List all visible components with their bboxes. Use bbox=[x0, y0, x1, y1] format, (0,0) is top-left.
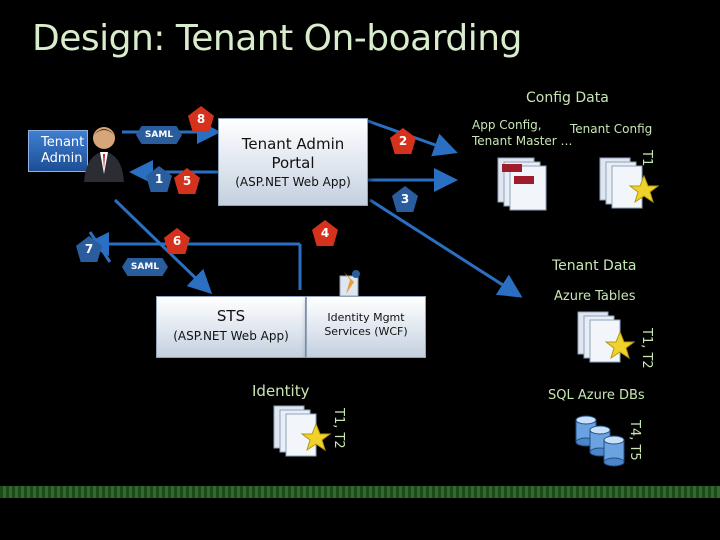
document-stack-icon bbox=[497, 157, 547, 211]
tenant-data-heading: Tenant Data bbox=[552, 258, 637, 274]
footer-bar bbox=[0, 486, 720, 498]
tenant-admin: Tenant Admin bbox=[28, 124, 128, 184]
tenant-master-label: Tenant Master … bbox=[472, 134, 573, 148]
sql-azure-label: SQL Azure DBs bbox=[548, 388, 645, 403]
saml-tag-top: SAML bbox=[136, 126, 182, 144]
azure-tables-tenants: T1, T2 bbox=[639, 328, 654, 369]
arrow-5 bbox=[113, 198, 213, 295]
star-icon bbox=[604, 330, 636, 360]
database-icon bbox=[575, 415, 625, 467]
sts-title: STS bbox=[216, 307, 246, 325]
document-stack-icon bbox=[273, 405, 332, 457]
app-config-label: App Config, bbox=[472, 118, 542, 132]
document-stack-icon bbox=[577, 311, 636, 363]
identity-tenants: T1, T2 bbox=[331, 408, 346, 449]
tenant-admin-portal: Tenant Admin Portal (ASP.NET Web App) bbox=[218, 118, 368, 206]
sql-azure-tenants: T4, T5 bbox=[627, 420, 642, 461]
page-title: Design: Tenant On-boarding bbox=[32, 18, 522, 59]
tenant-admin-line1: Tenant bbox=[41, 135, 85, 150]
person-icon bbox=[84, 127, 124, 182]
service-icon bbox=[339, 270, 360, 297]
sts-box: STS (ASP.NET Web App) bbox=[156, 296, 306, 358]
sts-subtitle: (ASP.NET Web App) bbox=[173, 329, 289, 343]
document-stack-icon bbox=[599, 157, 660, 209]
identity-label: Identity bbox=[252, 382, 310, 400]
tenant-admin-badge: Tenant Admin bbox=[28, 130, 88, 172]
tenant-config-label: Tenant Config bbox=[570, 122, 653, 136]
portal-subtitle: (ASP.NET Web App) bbox=[235, 175, 351, 189]
saml-tag-bottom: SAML bbox=[122, 258, 168, 276]
identity-mgmt-box: Identity Mgmt Services (WCF) bbox=[306, 296, 426, 358]
config-data-heading: Config Data bbox=[526, 90, 609, 106]
tenant-admin-line2: Admin bbox=[41, 151, 83, 166]
azure-tables-label: Azure Tables bbox=[554, 289, 636, 304]
config-t1-label: T1 bbox=[639, 150, 654, 167]
arrow-4 bbox=[369, 198, 523, 298]
star-icon bbox=[628, 174, 660, 204]
portal-title: Tenant Admin Portal bbox=[241, 135, 345, 172]
identity-mgmt-title: Identity Mgmt Services (WCF) bbox=[324, 311, 408, 338]
star-icon bbox=[300, 422, 332, 452]
